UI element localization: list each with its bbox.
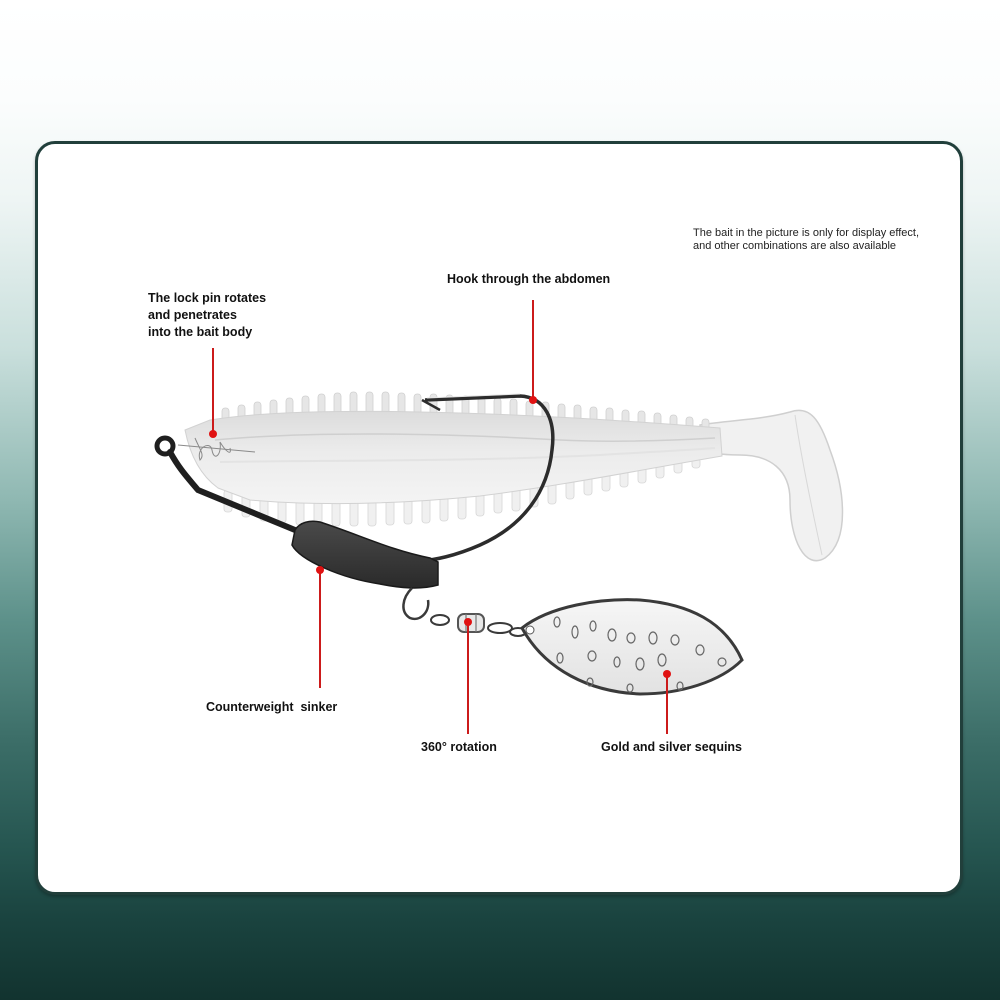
disclaimer-line-2: and other combinations are also availabl… <box>693 240 897 252</box>
swivel-marker-dot <box>464 618 472 626</box>
body-ribs-bottom <box>223 457 701 527</box>
counterweight-sinker <box>291 520 439 589</box>
hook <box>414 393 555 564</box>
lock-pin-marker-dot <box>209 430 217 438</box>
jig-wire <box>154 435 298 533</box>
disclaimer-line-1: The bait in the picture is only for disp… <box>693 227 920 239</box>
hook-leader-line <box>532 300 534 400</box>
sinker-marker-dot <box>316 566 324 574</box>
bait-body <box>184 410 723 504</box>
display-disclaimer: The bait in the picture is only for disp… <box>693 227 919 253</box>
lock-pin-label-line-1: The lock pin rotates <box>148 291 267 305</box>
lock-pin-label-line-3: into the bait body <box>148 325 253 339</box>
hook-callout-label: Hook through the abdomen <box>447 272 611 286</box>
swivel-callout-label: 360° rotation <box>421 740 497 754</box>
lock-pin-spring <box>177 437 256 461</box>
swivel <box>402 587 527 637</box>
sequins-leader-line <box>666 674 668 734</box>
spinner-blade <box>520 598 744 696</box>
hook-marker-dot <box>529 396 537 404</box>
lock-pin-leader-line <box>212 348 214 434</box>
sinker-leader-line <box>319 570 321 688</box>
swivel-leader-line <box>467 622 469 734</box>
sequins-marker-dot <box>663 670 671 678</box>
sequins-callout-label: Gold and silver sequins <box>601 740 743 754</box>
sinker-callout-label: Counterweight sinker <box>206 700 338 714</box>
tail-fin <box>699 409 844 562</box>
lock-pin-label-line-2: and penetrates <box>148 308 237 322</box>
lock-pin-callout-label: The lock pin rotates and penetrates into… <box>148 290 266 341</box>
